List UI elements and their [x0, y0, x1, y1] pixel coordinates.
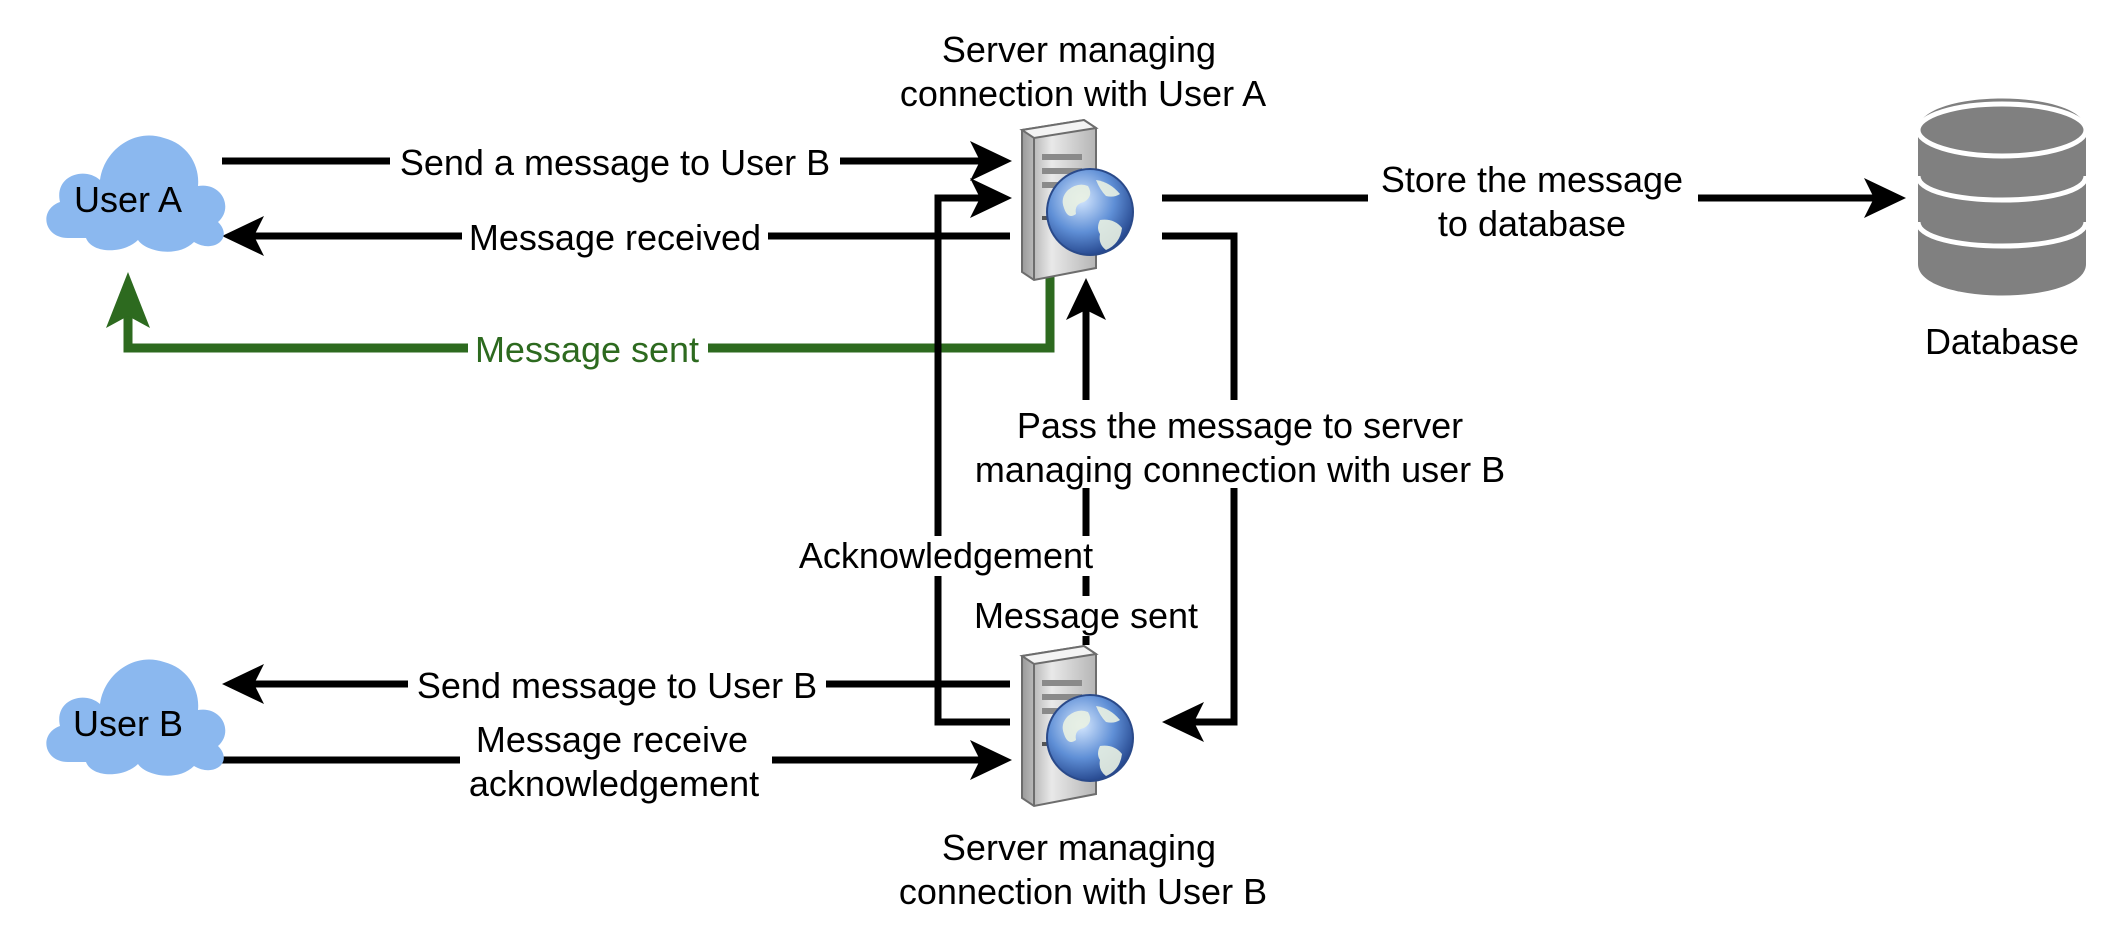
user-b-cloud-icon: [46, 659, 226, 776]
svg-text:Message sent: Message sent: [475, 329, 699, 370]
svg-text:connection with User B: connection with User B: [899, 871, 1267, 912]
label-pass-message: Pass the message to server managing conn…: [960, 400, 1520, 490]
label-message-sent-b: Message sent: [964, 595, 1208, 636]
database-label: Database: [1925, 321, 2079, 362]
server-a-icon: [1021, 119, 1134, 281]
svg-text:Acknowledgement: Acknowledgement: [799, 535, 1093, 576]
user-b-label: User B: [73, 703, 183, 744]
svg-text:connection with User A: connection with User A: [900, 73, 1266, 114]
user-a-label: User A: [74, 179, 182, 220]
user-a-cloud-icon: [46, 135, 226, 252]
label-acknowledgement: Acknowledgement: [790, 535, 1102, 576]
server-b-caption: Server managing connection with User B: [899, 827, 1267, 912]
svg-text:managing connection with user: managing connection with user B: [975, 449, 1505, 490]
svg-text:Message received: Message received: [469, 217, 761, 258]
svg-text:Message sent: Message sent: [974, 595, 1198, 636]
svg-text:Server managing: Server managing: [942, 827, 1216, 868]
server-b-icon: [1021, 645, 1134, 807]
svg-text:to database: to database: [1438, 203, 1626, 244]
label-send-to-user-b: Send a message to User B: [390, 142, 840, 183]
svg-text:acknowledgement: acknowledgement: [469, 763, 759, 804]
database-icon: [1915, 98, 2089, 296]
edge-acknowledgement: [934, 178, 1012, 726]
server-a-caption: Server managing connection with User A: [900, 29, 1266, 114]
label-send-message-to-user-b: Send message to User B: [408, 665, 826, 706]
label-store-message: Store the message to database: [1368, 158, 1698, 244]
label-message-receive-acknowledgement: Message receive acknowledgement: [460, 719, 772, 804]
svg-text:Send a message to User B: Send a message to User B: [400, 142, 830, 183]
label-message-received: Message received: [462, 217, 768, 258]
svg-text:Pass the message to server: Pass the message to server: [1017, 405, 1463, 446]
svg-text:Store the message: Store the message: [1381, 159, 1683, 200]
svg-text:Server managing: Server managing: [942, 29, 1216, 70]
label-message-sent-green: Message sent: [468, 328, 708, 370]
svg-text:Send message to User B: Send message to User B: [417, 665, 817, 706]
svg-text:Message receive: Message receive: [476, 719, 748, 760]
